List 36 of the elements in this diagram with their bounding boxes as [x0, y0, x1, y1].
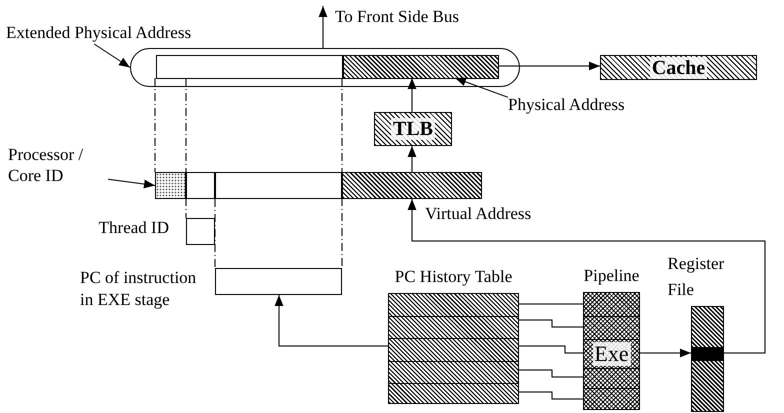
- field-label: Thread ID: [98, 217, 169, 239]
- callout-label: Physical Address: [508, 94, 648, 116]
- leader-line: [108, 178, 156, 188]
- hatched-block: Cache: [600, 55, 757, 80]
- leader-line: [454, 78, 508, 98]
- connector-line: [518, 320, 584, 328]
- callout-label: Processor / Core ID: [8, 144, 108, 188]
- address-label: Virtual Address: [425, 203, 532, 224]
- heading-label: Pipeline: [584, 265, 640, 287]
- leader-line: [94, 44, 130, 68]
- stage-label: Exe: [592, 342, 631, 366]
- hatched-address-field: [343, 55, 499, 79]
- connector-line: [518, 370, 584, 378]
- arrow: [498, 62, 600, 70]
- connector-line: [518, 346, 584, 354]
- arrow: [408, 146, 416, 172]
- address-field: [186, 172, 215, 199]
- field-label: PC of instruction in EXE stage: [80, 267, 198, 311]
- arrow: [318, 6, 328, 48]
- dotted-address-field: [155, 172, 186, 199]
- rounded-outline: [130, 48, 520, 87]
- hatched-block: TLB: [374, 112, 452, 146]
- connector-line: [518, 392, 584, 400]
- arrow: [274, 294, 388, 346]
- address-field: [215, 172, 342, 199]
- projection-line: [154, 78, 156, 172]
- bus-label: To Front Side Bus: [318, 6, 508, 28]
- arrow: [408, 78, 416, 112]
- address-field: [156, 55, 343, 79]
- heading-label: Register File: [668, 253, 726, 301]
- arrow: [640, 348, 692, 358]
- projection-line: [214, 198, 216, 268]
- arrow: [408, 198, 766, 354]
- callout-label: Extended Physical Address: [6, 22, 258, 44]
- hatched-address-field: [342, 172, 482, 199]
- heading-label: PC History Table: [394, 266, 512, 288]
